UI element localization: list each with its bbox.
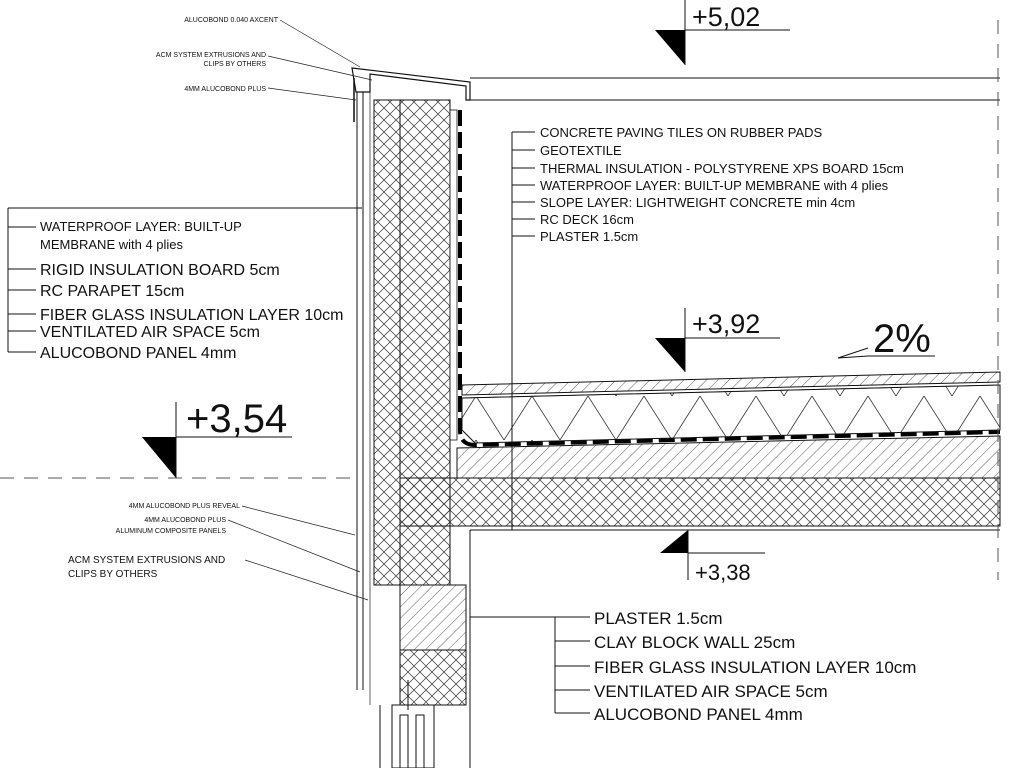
fiber-glass-insulation-parapet <box>373 99 401 586</box>
wall-layer-clay: CLAY BLOCK WALL 25cm <box>594 633 795 652</box>
window-mullion-right <box>415 714 425 768</box>
rc-deck <box>399 477 1001 527</box>
window-mullion-left <box>399 714 409 768</box>
parapet-layer-alucobond: ALUCOBOND PANEL 4mm <box>40 345 236 362</box>
lintel <box>399 649 467 706</box>
parapet-layer-waterproof-1: WATERPROOF LAYER: BUILT-UP <box>40 219 242 234</box>
level-marker-top: +5,02 <box>655 0 790 65</box>
wall-layer-alucobond: ALUCOBOND PANEL 4mm <box>594 705 803 724</box>
wall-layer-airspace: VENTILATED AIR SPACE 5cm <box>594 682 828 701</box>
level-label-top: +5,02 <box>692 2 760 32</box>
wall-layer-fiberglass: FIBER GLASS INSULATION LAYER 10cm <box>594 658 916 677</box>
parapet-layer-rigid: RIGID INSULATION BOARD 5cm <box>40 262 280 279</box>
parapet-layer-airspace: VENTILATED AIR SPACE 5cm <box>40 324 260 341</box>
roof-layer-paving: CONCRETE PAVING TILES ON RUBBER PADS <box>540 125 823 140</box>
callout-alucobond-plus-2: 4MM ALUCOBOND PLUS <box>144 517 226 524</box>
level-label-parapet-ext: +3,54 <box>186 397 287 441</box>
roof-layer-rc-deck: RC DECK 16cm <box>540 212 634 227</box>
callout-axcent: ALUCOBOND 0.040 AXCENT <box>184 17 278 24</box>
waterproof-membrane <box>458 110 1001 448</box>
wall-layers-list: PLASTER 1.5cm CLAY BLOCK WALL 25cm FIBER… <box>470 609 916 724</box>
level-label-ceiling: +3,38 <box>695 560 751 585</box>
clay-block-wall <box>399 584 467 651</box>
parapet-layers-list: WATERPROOF LAYER: BUILT-UP MEMBRANE with… <box>7 207 362 362</box>
level-marker-parapet-ext: +3,54 <box>142 397 292 478</box>
coping-flashing <box>351 67 471 101</box>
roof-layer-slope: SLOPE LAYER: LIGHTWEIGHT CONCRETE min 4c… <box>540 195 855 210</box>
level-marker-ceiling: +3,38 <box>660 530 765 585</box>
callout-reveal: 4MM ALUCOBOND PLUS REVEAL <box>129 503 240 510</box>
roof-layer-plaster: PLASTER 1.5cm <box>540 229 638 244</box>
level-label-roof: +3,92 <box>692 309 760 339</box>
structure <box>0 20 1001 768</box>
roof-layer-geotextile: GEOTEXTILE <box>540 143 622 158</box>
parapet-layer-rc: RC PARAPET 15cm <box>40 283 184 300</box>
callout-acm-1: ACM SYSTEM EXTRUSIONS AND <box>156 52 266 59</box>
parapet-layer-fiberglass: FIBER GLASS INSULATION LAYER 10cm <box>40 307 344 324</box>
callout-acm-ext-2: CLIPS BY OTHERS <box>68 569 158 580</box>
callout-acm-panels: ALUMINUM COMPOSITE PANELS <box>116 528 227 535</box>
slope-label: 2% <box>873 317 931 361</box>
callouts-top-left: ALUCOBOND 0.040 AXCENT ACM SYSTEM EXTRUS… <box>156 17 373 101</box>
window-frame <box>391 704 435 768</box>
roof-layers-list: CONCRETE PAVING TILES ON RUBBER PADS GEO… <box>511 125 904 530</box>
parapet-layer-waterproof-2: MEMBRANE with 4 plies <box>40 237 184 252</box>
roof-layer-xps: THERMAL INSULATION - POLYSTYRENE XPS BOA… <box>540 161 904 176</box>
wall-layer-plaster: PLASTER 1.5cm <box>594 609 723 628</box>
callout-acm-ext-1: ACM SYSTEM EXTRUSIONS AND <box>68 555 225 566</box>
roof-layer-waterproof: WATERPROOF LAYER: BUILT-UP MEMBRANE with… <box>540 178 889 193</box>
rigid-insulation-board <box>449 109 458 441</box>
callout-acm-2: CLIPS BY OTHERS <box>203 61 266 68</box>
level-marker-roof: +3,92 <box>655 308 780 372</box>
paving-tiles <box>461 371 1001 396</box>
callouts-mid-left: 4MM ALUCOBOND PLUS REVEAL 4MM ALUCOBOND … <box>68 503 369 601</box>
xps-insulation <box>461 384 1001 444</box>
callout-alucobond-plus: 4MM ALUCOBOND PLUS <box>184 86 266 93</box>
slope-indicator: 2% <box>837 317 935 361</box>
